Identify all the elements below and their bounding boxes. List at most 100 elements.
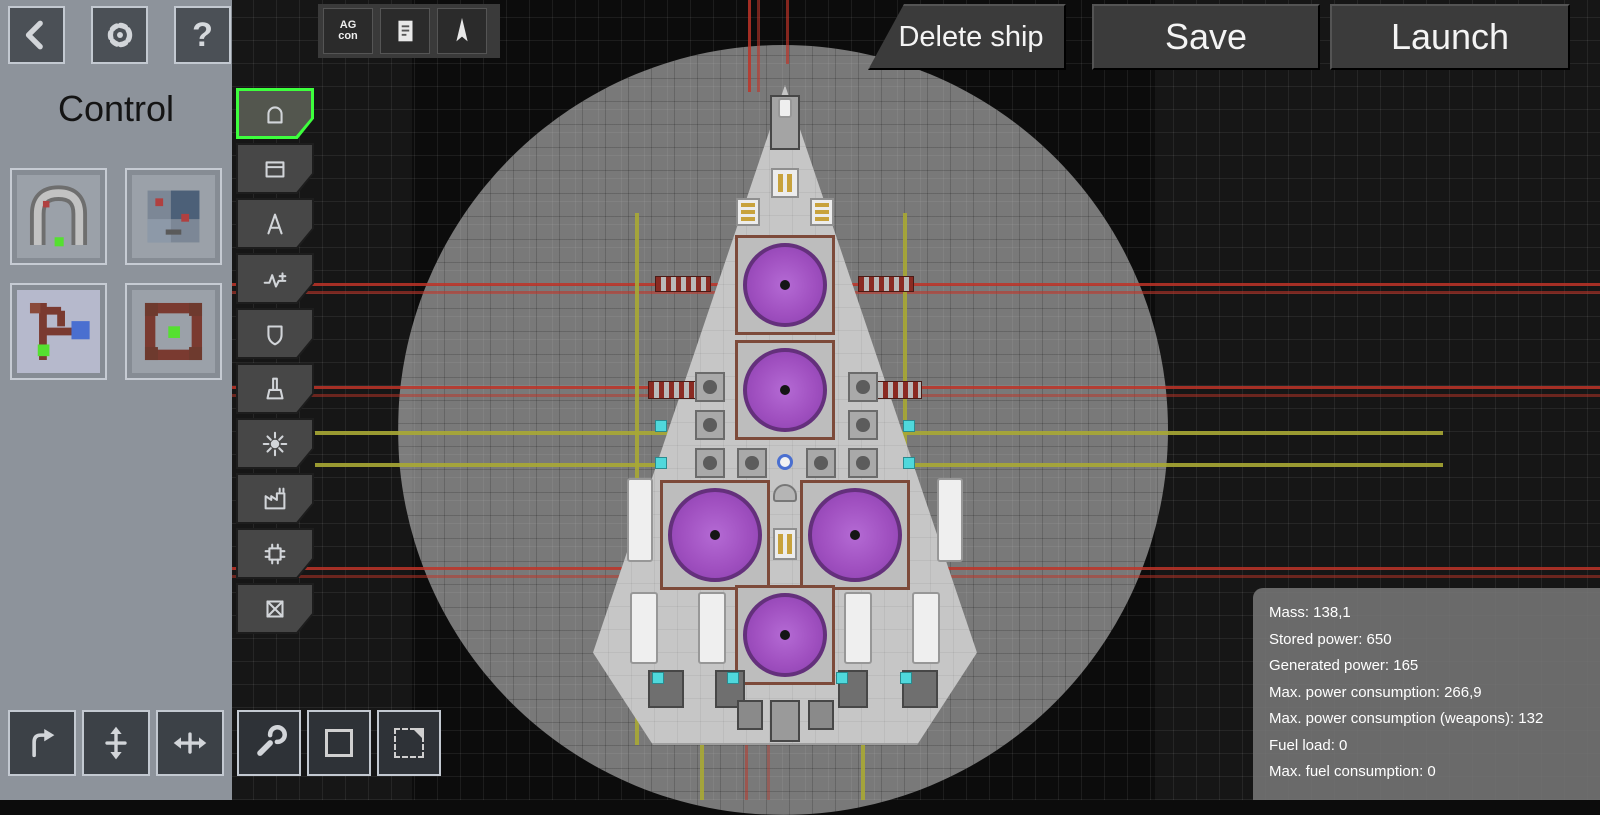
- engine-pod[interactable]: [912, 592, 940, 664]
- flip-horizontal-icon: [173, 732, 207, 754]
- engine-pod[interactable]: [630, 592, 658, 664]
- delete-ship-button[interactable]: Delete ship: [868, 4, 1066, 70]
- back-icon: [25, 20, 43, 50]
- power-line-icon: [263, 271, 287, 288]
- reactor-tile[interactable]: [800, 480, 910, 590]
- save-label: Save: [1164, 16, 1248, 57]
- ship[interactable]: [585, 85, 985, 745]
- tool-engine[interactable]: [236, 418, 314, 469]
- rotate-icon: [32, 728, 55, 758]
- part-control-core[interactable]: [125, 283, 222, 380]
- side-pod[interactable]: [627, 478, 653, 562]
- tool-electronics[interactable]: [236, 528, 314, 579]
- reactor-tile[interactable]: [735, 585, 835, 685]
- control-core-icon: [132, 290, 215, 373]
- reactor[interactable]: [743, 243, 827, 327]
- reactor-tile[interactable]: [660, 480, 770, 590]
- copy-paste-button[interactable]: [377, 710, 441, 776]
- wrench-button[interactable]: [237, 710, 301, 776]
- cockpit-icon: [267, 105, 283, 123]
- stat-mass: Mass: 138,1: [1269, 604, 1351, 621]
- parts-grid: [10, 168, 224, 380]
- turret-mount[interactable]: [848, 448, 878, 478]
- edit-tools-bar: [237, 710, 441, 776]
- reactor[interactable]: [668, 488, 762, 582]
- part-control-module[interactable]: [125, 168, 222, 265]
- power-cell[interactable]: [736, 198, 760, 226]
- thruster-block[interactable]: [902, 670, 938, 708]
- cyan-module[interactable]: [903, 420, 915, 432]
- turret-mount[interactable]: [695, 448, 725, 478]
- tool-factory[interactable]: [236, 473, 314, 524]
- turret-mount[interactable]: [695, 372, 725, 402]
- turret-mount[interactable]: [695, 410, 725, 440]
- stat-generated-power: Generated power: 165: [1269, 657, 1419, 674]
- power-cell[interactable]: [771, 168, 799, 198]
- back-button[interactable]: [8, 6, 65, 64]
- tool-mast[interactable]: [236, 198, 314, 249]
- power-cell[interactable]: [773, 528, 797, 560]
- stat-max-power-consumption-weapons: Max. power consumption (weapons): 132: [1269, 710, 1544, 727]
- center-dome[interactable]: [773, 484, 797, 502]
- select-box-icon: [325, 729, 353, 757]
- tool-delete[interactable]: [236, 583, 314, 634]
- part-control-arch[interactable]: [10, 168, 107, 265]
- category-toolbar: [236, 88, 314, 638]
- tail-block[interactable]: [808, 700, 834, 730]
- nose-tip[interactable]: [778, 98, 792, 118]
- thruster-cyan: [727, 672, 739, 684]
- turret-mount[interactable]: [848, 372, 878, 402]
- stat-fuel-load: Fuel load: 0: [1269, 736, 1348, 754]
- thruster-cyan: [836, 672, 848, 684]
- stat-max-fuel-consumption: Max. fuel consumption: 0: [1269, 763, 1436, 780]
- turret-mount[interactable]: [848, 410, 878, 440]
- thruster-cyan: [652, 672, 664, 684]
- control-circuit-icon: [17, 290, 100, 373]
- flip-vertical-icon: [105, 726, 127, 760]
- side-weapon[interactable]: [655, 276, 711, 292]
- tool-power-line[interactable]: [236, 253, 314, 304]
- reactor-tile[interactable]: [735, 340, 835, 440]
- tail-center[interactable]: [770, 700, 800, 742]
- reactor-tile[interactable]: [735, 235, 835, 335]
- tool-storage[interactable]: [236, 143, 314, 194]
- flip-vertical-button[interactable]: [82, 710, 150, 776]
- ship-stats-panel: Mass: 138,1 Stored power: 650 Generated …: [1253, 588, 1600, 800]
- ag-label-line2: con: [338, 30, 358, 42]
- reactor[interactable]: [743, 593, 827, 677]
- side-pod[interactable]: [937, 478, 963, 562]
- help-button[interactable]: ?: [174, 6, 231, 64]
- power-cell[interactable]: [810, 198, 834, 226]
- tool-weapon[interactable]: [236, 363, 314, 414]
- ship-view-button[interactable]: [437, 8, 487, 54]
- ag-config-button[interactable]: AG con: [323, 8, 373, 54]
- help-icon: ?: [192, 15, 213, 54]
- save-button[interactable]: Save: [1092, 4, 1320, 70]
- flip-horizontal-button[interactable]: [156, 710, 224, 776]
- launch-button[interactable]: Launch: [1330, 4, 1570, 70]
- ag-label-line1: AG: [339, 19, 357, 31]
- rotate-button[interactable]: [8, 710, 76, 776]
- reactor[interactable]: [743, 348, 827, 432]
- launch-label: Launch: [1390, 16, 1510, 57]
- category-title: Control: [57, 88, 175, 129]
- part-control-circuit[interactable]: [10, 283, 107, 380]
- blueprint-button[interactable]: [380, 8, 430, 54]
- storage-icon: [265, 160, 285, 178]
- turret-mount[interactable]: [737, 448, 767, 478]
- reactor[interactable]: [808, 488, 902, 582]
- tool-cockpit[interactable]: [236, 88, 314, 139]
- turret-mount[interactable]: [806, 448, 836, 478]
- cyan-module[interactable]: [655, 420, 667, 432]
- tail-block[interactable]: [737, 700, 763, 730]
- core-node[interactable]: [777, 454, 793, 470]
- cyan-module[interactable]: [903, 457, 915, 469]
- engine-pod[interactable]: [698, 592, 726, 664]
- control-arch-icon: [17, 175, 100, 258]
- cyan-module[interactable]: [655, 457, 667, 469]
- side-weapon[interactable]: [858, 276, 914, 292]
- tool-shield[interactable]: [236, 308, 314, 359]
- center-view-button[interactable]: [91, 6, 148, 64]
- select-box-button[interactable]: [307, 710, 371, 776]
- engine-pod[interactable]: [844, 592, 872, 664]
